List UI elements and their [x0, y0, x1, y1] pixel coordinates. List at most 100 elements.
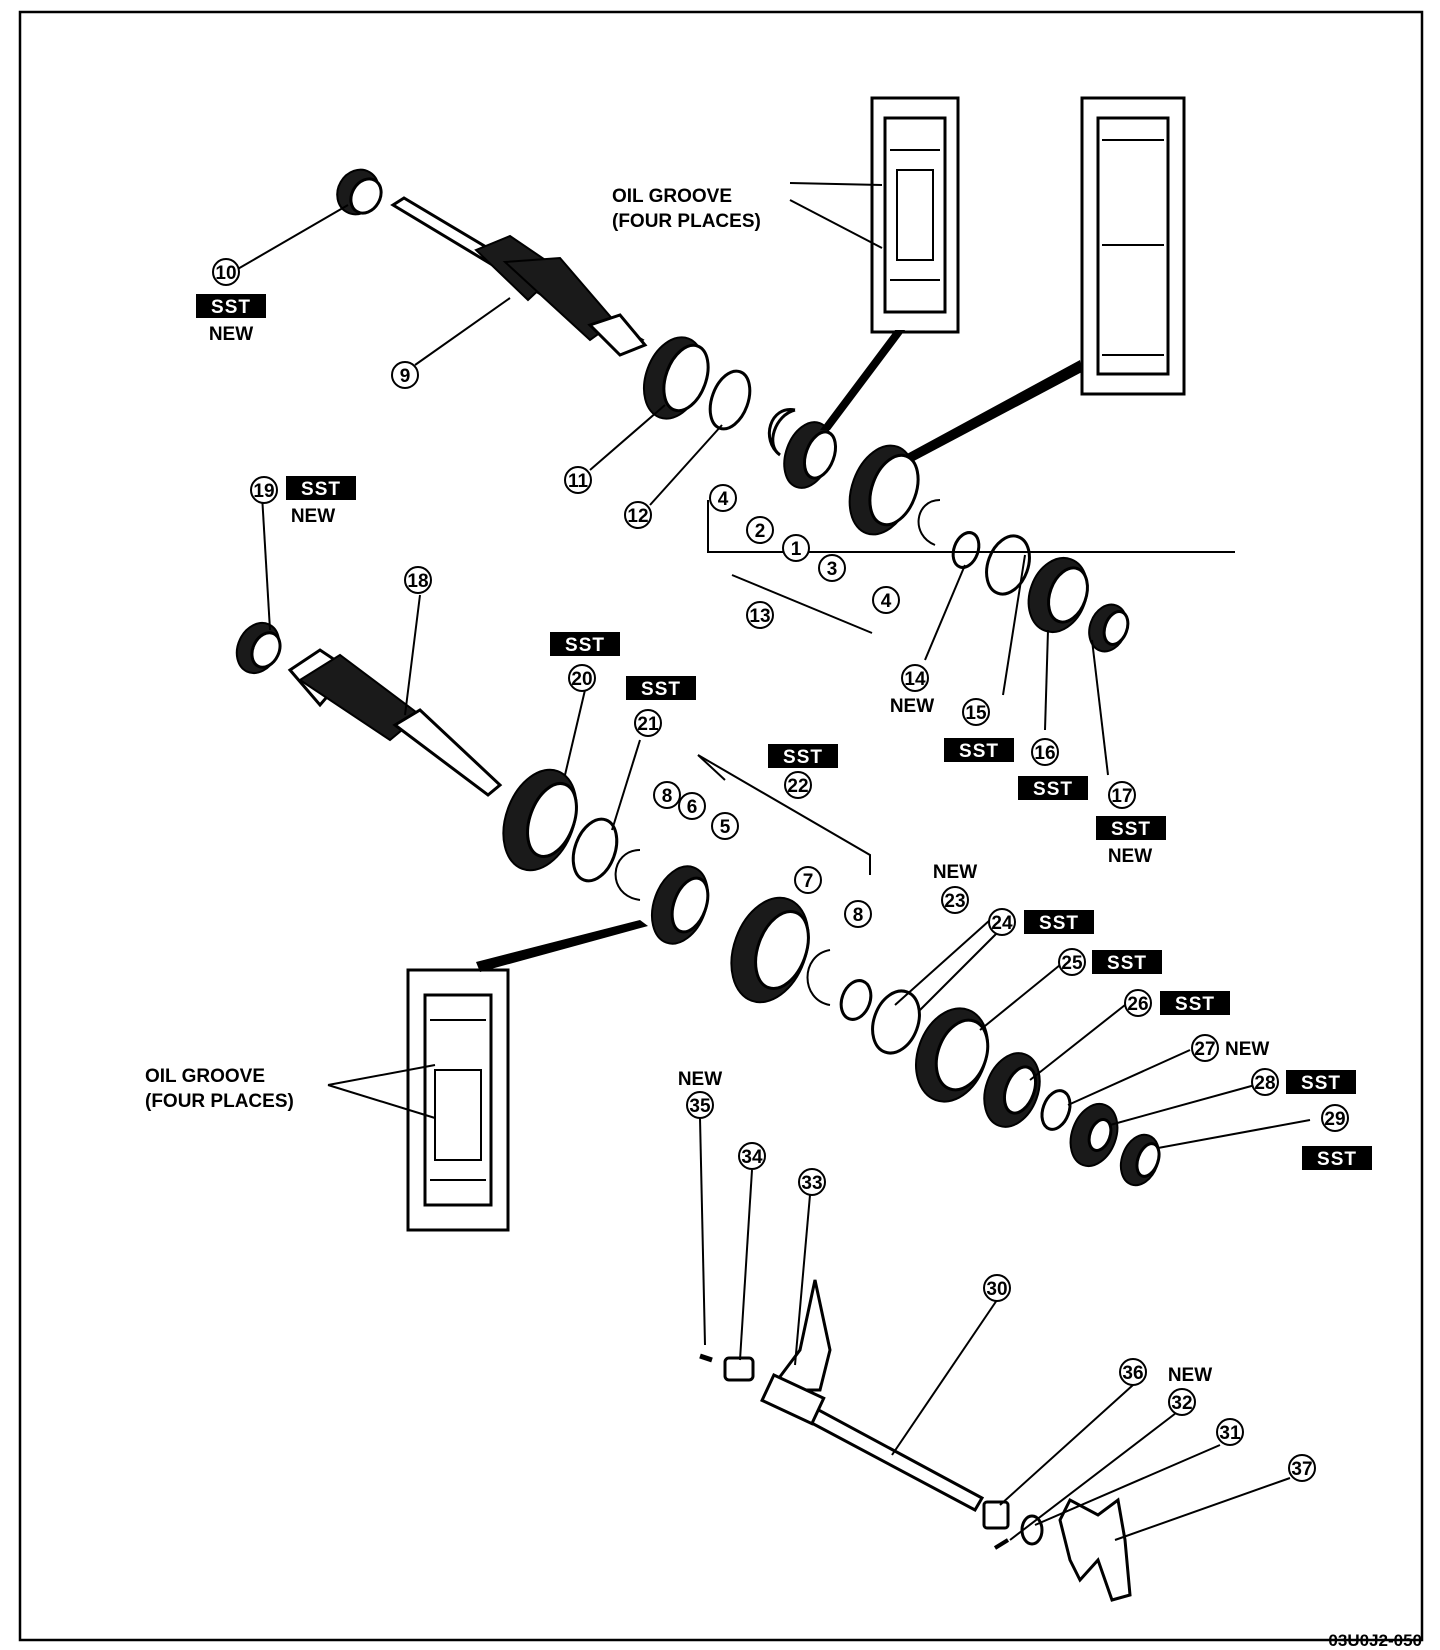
svg-text:37: 37 [1291, 1459, 1312, 1480]
svg-text:1: 1 [791, 539, 802, 560]
pin-32 [993, 1538, 1010, 1550]
svg-text:SST: SST [1111, 819, 1151, 840]
svg-text:4: 4 [718, 489, 729, 510]
block-36 [982, 1500, 1010, 1530]
svg-text:SST: SST [959, 741, 999, 762]
svg-text:SST: SST [301, 479, 341, 500]
svg-text:SST: SST [1033, 779, 1073, 800]
gear-28 [1069, 1103, 1119, 1167]
bearing-10 [336, 168, 383, 216]
callout-5: 5 [711, 812, 739, 840]
callout-3: 3 [818, 554, 846, 582]
pointer-to-upper-left-box [820, 330, 905, 430]
svg-text:14: 14 [904, 669, 926, 690]
callout-25: 25 [1058, 948, 1086, 976]
svg-text:29: 29 [1324, 1109, 1345, 1130]
svg-text:30: 30 [986, 1279, 1007, 1300]
svg-text:NEW: NEW [1225, 1039, 1269, 1060]
svg-text:(FOUR PLACES): (FOUR PLACES) [145, 1091, 294, 1112]
callout-33: 33 [798, 1168, 826, 1196]
svg-text:NEW: NEW [890, 696, 934, 717]
svg-text:34: 34 [741, 1147, 763, 1168]
svg-text:SST: SST [783, 747, 823, 768]
svg-text:31: 31 [1219, 1423, 1241, 1444]
oil-groove-label-upper: OIL GROOVE (FOUR PLACES) [612, 186, 761, 232]
ring-14 [951, 531, 981, 569]
callout-32: 32 [1168, 1388, 1196, 1416]
svg-text:NEW: NEW [291, 506, 335, 527]
svg-text:SST: SST [211, 297, 251, 318]
bearing-19 [235, 621, 282, 675]
pointer-to-lower-box [476, 920, 648, 972]
gear-11 [643, 336, 710, 420]
svg-text:36: 36 [1122, 1363, 1143, 1384]
callout-1: 1 [782, 534, 810, 562]
callout-23: 23 [941, 886, 969, 914]
leader-lines [235, 182, 1311, 1541]
svg-text:18: 18 [407, 571, 428, 592]
svg-text:13: 13 [749, 606, 770, 627]
shift-fork-37 [1058, 1497, 1132, 1602]
bearing-17 [1088, 603, 1130, 653]
svg-text:8: 8 [662, 786, 673, 807]
svg-text:12: 12 [627, 506, 648, 527]
svg-text:17: 17 [1111, 786, 1132, 807]
callout-16: 16 [1031, 738, 1059, 766]
svg-text:OIL GROOVE: OIL GROOVE [612, 186, 732, 207]
svg-text:SST: SST [641, 679, 681, 700]
svg-text:4: 4 [881, 591, 892, 612]
svg-text:2: 2 [755, 521, 766, 542]
callout-20: 20 [568, 664, 596, 692]
svg-text:NEW: NEW [1168, 1365, 1212, 1386]
svg-text:22: 22 [787, 776, 808, 797]
callout-19: 19 [250, 476, 278, 504]
clip-4-b [917, 499, 941, 546]
callout-27: 27 [1191, 1034, 1219, 1062]
svg-text:NEW: NEW [678, 1069, 722, 1090]
svg-text:28: 28 [1254, 1073, 1275, 1094]
svg-text:10: 10 [215, 263, 236, 284]
callout-24: 24 [988, 908, 1016, 936]
callout-7: 7 [794, 866, 822, 894]
detail-box-upper-right [1080, 96, 1186, 396]
svg-text:19: 19 [253, 481, 274, 502]
svg-text:26: 26 [1127, 994, 1148, 1015]
counter-shaft-18 [287, 648, 503, 797]
svg-text:23: 23 [944, 891, 965, 912]
callout-26: 26 [1124, 989, 1152, 1017]
shift-assembly [699, 1279, 1132, 1602]
gear-16 [1027, 557, 1089, 633]
callout-37: 37 [1288, 1454, 1316, 1482]
callout-28: 28 [1251, 1068, 1279, 1096]
svg-text:SST: SST [565, 635, 605, 656]
callout-8a: 8 [653, 781, 681, 809]
block-34 [723, 1356, 755, 1382]
svg-text:OIL GROOVE: OIL GROOVE [145, 1066, 265, 1087]
callout-17: 17 [1108, 781, 1136, 809]
svg-text:5: 5 [720, 817, 731, 838]
callout-21: 21 [634, 709, 662, 737]
svg-text:9: 9 [400, 366, 411, 387]
gear-26 [983, 1052, 1041, 1128]
svg-text:25: 25 [1061, 953, 1083, 974]
svg-text:24: 24 [991, 913, 1013, 934]
upper-shaft-assembly [336, 168, 1130, 653]
svg-text:21: 21 [637, 714, 659, 735]
svg-text:20: 20 [571, 669, 592, 690]
callout-29: 29 [1321, 1104, 1349, 1132]
svg-text:SST: SST [1301, 1073, 1341, 1094]
svg-text:SST: SST [1039, 913, 1079, 934]
pointer-to-upper-right-box [905, 360, 1082, 462]
callout-8b: 8 [844, 900, 872, 928]
svg-text:33: 33 [801, 1173, 822, 1194]
callout-6: 6 [678, 792, 706, 820]
svg-text:SST: SST [1107, 953, 1147, 974]
ring-27 [1040, 1089, 1072, 1131]
svg-text:8: 8 [853, 905, 864, 926]
callout-12: 12 [624, 501, 652, 529]
callout-36: 36 [1119, 1358, 1147, 1386]
svg-text:NEW: NEW [1108, 846, 1152, 867]
clip-8-b [806, 949, 831, 1006]
svg-text:(FOUR PLACES): (FOUR PLACES) [612, 211, 761, 232]
